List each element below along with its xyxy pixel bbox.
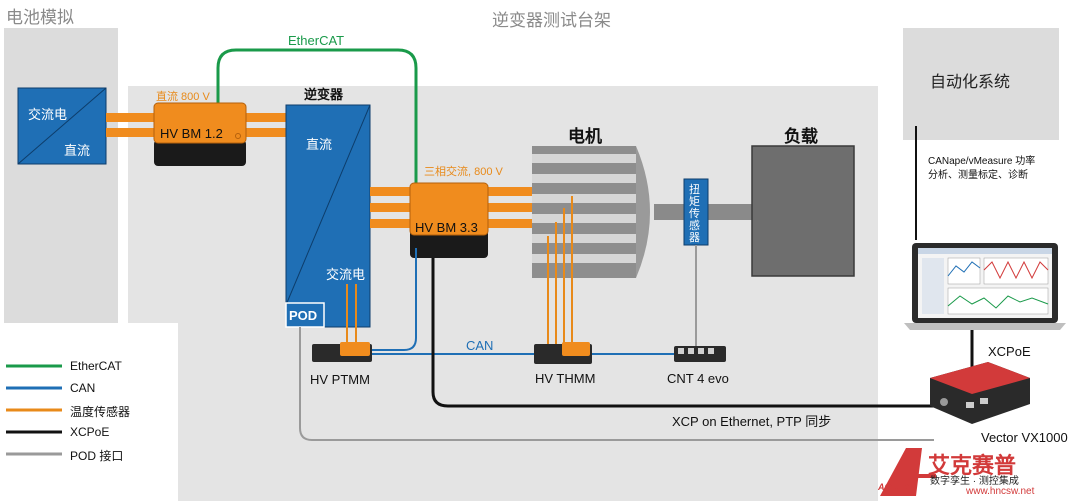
hvbm33-voltage: 三相交流, 800 V [424, 166, 503, 178]
inverter-bench-title: 逆变器测试台架 [492, 11, 611, 30]
cnt-label: CNT 4 evo [667, 371, 729, 386]
canape-line1: CANape/vMeasure 功率 [928, 156, 1036, 167]
vx1000-device [930, 362, 1030, 424]
motor [532, 146, 650, 278]
can-label: CAN [466, 338, 494, 353]
load-label: 负载 [784, 127, 818, 146]
dc-cables [106, 113, 288, 137]
xcp-line [431, 258, 938, 408]
watermark-brand: 艾克赛普 [928, 453, 1017, 478]
legend [6, 364, 62, 456]
hvbm12-voltage: 直流 800 V [156, 91, 210, 103]
torque-sensor [683, 178, 709, 246]
hvbm33-label: HV BM 3.3 [415, 220, 478, 235]
canape-line2: 分析、测量标定、诊断 [928, 170, 1028, 181]
watermark-url: www.hncsw.net [966, 486, 1035, 497]
inverter-dc-label: 直流 [306, 137, 333, 152]
laptop [904, 243, 1066, 330]
hvbm12-module [153, 102, 247, 166]
can-line-inverter [372, 248, 417, 351]
ptmm-label: HV PTMM [310, 372, 370, 387]
battery-dc-label: 直流 [64, 143, 91, 158]
battery-sim-title: 电池模拟 [6, 8, 74, 27]
battery-panel [4, 28, 118, 323]
temperature-sensor-wires [346, 196, 573, 346]
inverter-ac-label: 交流电 [326, 267, 366, 282]
cnt-module [674, 346, 726, 362]
thmm-module [534, 342, 592, 364]
legend-item-pod: POD 接口 [70, 449, 124, 463]
thmm-label: HV THMM [535, 371, 596, 386]
pod-line [299, 327, 934, 441]
legend-item-ethercat: EtherCAT [70, 359, 122, 373]
xcp-ethernet-label: XCP on Ethernet, PTP 同步 [672, 414, 832, 429]
watermark-logo-text: ACCEXP [878, 482, 916, 492]
hvbm33-module [409, 182, 489, 258]
watermark-sub: 数字孪生 · 测控集成 [930, 476, 1019, 487]
legend-panel [0, 323, 178, 501]
battery-converter [17, 87, 107, 165]
vx1000-label: Vector VX1000 [981, 430, 1068, 445]
hvbm12-label: HV BM 1.2 [160, 126, 223, 141]
xcpoe-label: XCPoE [988, 344, 1031, 359]
ptmm-module [312, 342, 372, 362]
battery-ac-label: 交流电 [28, 107, 68, 122]
inverter-title: 逆变器 [304, 87, 344, 102]
legend-item-xcpoe: XCPoE [70, 425, 110, 439]
torque-sensor-label: 扭矩传感器 [689, 184, 700, 244]
motor-label: 电机 [568, 127, 602, 146]
ac-cables [370, 187, 532, 228]
ethercat-label: EtherCAT [288, 33, 345, 48]
automation-panel [903, 28, 1059, 140]
watermark-logo [880, 448, 936, 496]
automation-title: 自动化系统 [930, 74, 1011, 91]
legend-item-can: CAN [70, 381, 96, 395]
ethercat-line [216, 48, 418, 186]
pod-label: POD [289, 308, 318, 323]
load-block [751, 145, 855, 277]
legend-item-temperature-sensor: 温度传感器 [70, 405, 131, 419]
